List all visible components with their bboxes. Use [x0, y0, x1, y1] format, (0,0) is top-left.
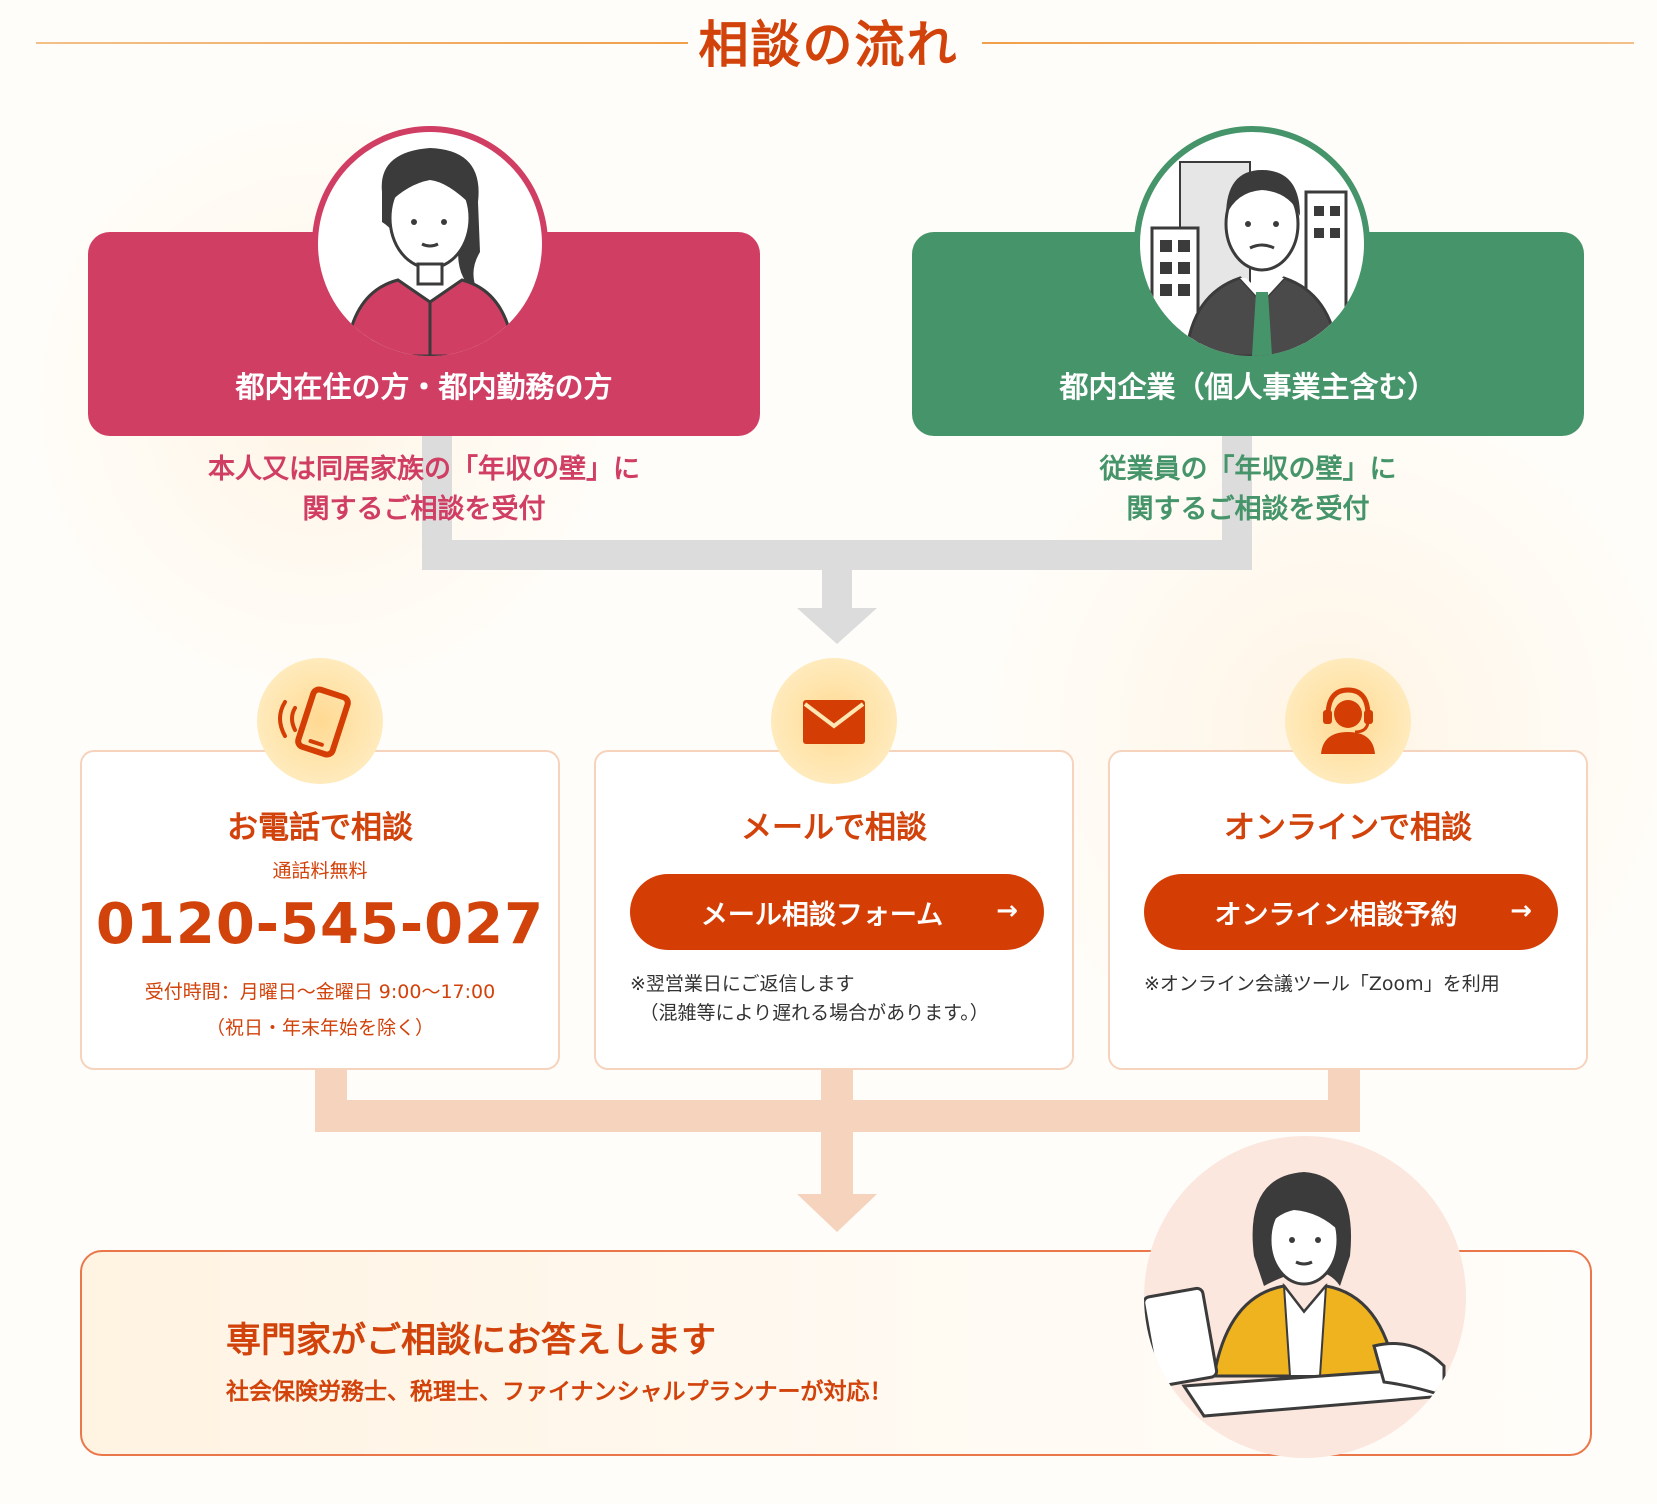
expert-woman-illustration	[1144, 1136, 1466, 1458]
phone-title: お電話で相談	[227, 810, 413, 846]
target-description-company: 従業員の「年収の壁」に 関するご相談を受付	[1099, 454, 1397, 525]
mail-consultation-card: メールで相談 メール相談フォーム → ※翌営業日にご返信します （混雑等により遅…	[594, 750, 1074, 1070]
online-consultation-card: オンラインで相談 オンライン相談予約 → ※オンライン会議ツール「Zoom」を利…	[1108, 750, 1588, 1070]
down-arrow-gray	[797, 608, 877, 644]
online-note: ※オンライン会議ツール「Zoom」を利用	[1144, 973, 1500, 995]
phone-consultation-card: お電話で相談 通話料無料 0120-545-027 受付時間：月曜日～金曜日 9…	[80, 750, 560, 1070]
arrow-right-icon: →	[996, 896, 1018, 926]
phone-hours: 受付時間：月曜日～金曜日 9:00～17:00 （祝日・年末年始を除く）	[144, 981, 496, 1039]
company-man-illustration	[1134, 126, 1370, 362]
page-title: 相談の流れ	[698, 16, 959, 74]
toll-free-note: 通話料無料	[272, 860, 368, 882]
mail-form-button-label: メール相談フォーム	[700, 899, 944, 931]
target-label-company: 都内企業（個人事業主含む）	[1059, 370, 1437, 404]
mail-note: ※翌営業日にご返信します （混雑等により遅れる場合があります。）	[630, 973, 989, 1024]
arrow-right-icon: →	[1510, 896, 1532, 926]
expert-title: 専門家がご相談にお答えします	[226, 1321, 717, 1361]
target-label-resident: 都内在住の方・都内勤務の方	[235, 370, 613, 404]
resident-woman-illustration	[312, 126, 548, 362]
online-booking-button[interactable]: オンライン相談予約 →	[1144, 874, 1558, 950]
expert-subtitle: 社会保険労務士、税理士、ファイナンシャルプランナーが対応！	[226, 1379, 893, 1405]
phone-number-link[interactable]: 0120-545-027	[95, 892, 545, 957]
down-arrow-peach	[797, 1194, 877, 1232]
connector-stem	[822, 568, 852, 612]
connector-stem-bottom	[821, 1130, 853, 1196]
headset-icon	[1285, 658, 1411, 784]
heading-line-left	[36, 42, 688, 44]
online-title: オンラインで相談	[1224, 810, 1472, 846]
online-booking-button-label: オンライン相談予約	[1214, 899, 1458, 931]
mail-form-button[interactable]: メール相談フォーム →	[630, 874, 1044, 950]
smartphone-icon	[257, 658, 383, 784]
heading-line-right	[982, 42, 1634, 44]
target-description-resident: 本人又は同居家族の「年収の壁」に 関するご相談を受付	[208, 454, 640, 525]
connector-horizontal-bottom	[315, 1100, 1360, 1132]
envelope-icon	[771, 658, 897, 784]
mail-title: メールで相談	[741, 810, 927, 846]
connector-horizontal	[422, 540, 1252, 570]
